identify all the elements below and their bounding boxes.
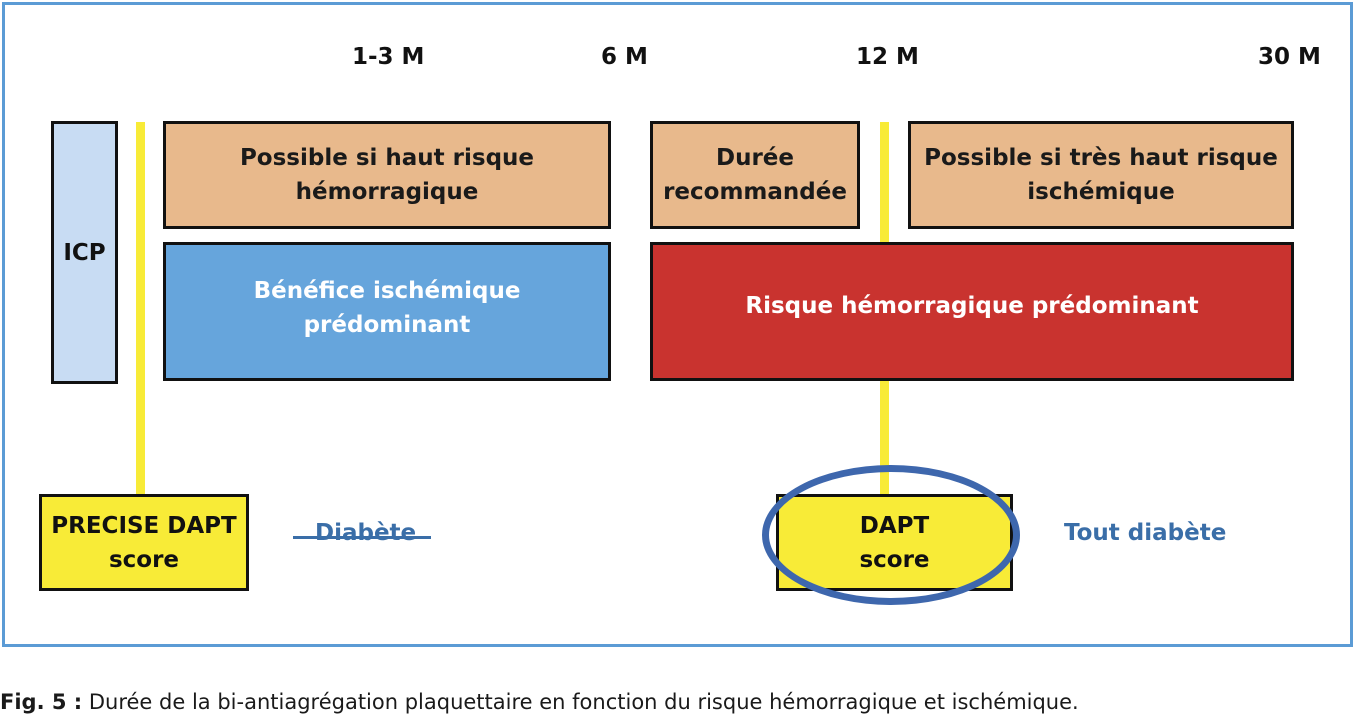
yellow-line-right-top <box>880 122 889 244</box>
risque-hemorragique-box: Risque hémorragique prédominant <box>650 242 1294 381</box>
benefice-ischemique-label: Bénéfice ischémique prédominant <box>253 277 521 338</box>
yellow-line-right-bottom <box>880 380 889 498</box>
possible-ischemique-label: Possible si très haut risque ischémique <box>924 145 1278 205</box>
icp-label: ICP <box>63 240 106 266</box>
figure-caption-prefix: Fig. 5 : <box>0 690 83 714</box>
timeline-label-1-3m: 1-3 M <box>352 44 425 70</box>
possible-ischemique-box: Possible si très haut risque ischémique <box>908 121 1294 229</box>
figure-caption: Fig. 5 : Durée de la bi-antiagrégation p… <box>0 690 1079 714</box>
timeline-label-30m: 30 M <box>1258 44 1321 70</box>
timeline-label-6m: 6 M <box>601 44 648 70</box>
benefice-ischemique-box: Bénéfice ischémique prédominant <box>163 242 611 381</box>
icp-box: ICP <box>51 121 118 384</box>
possible-hemorragique-label: Possible si haut risque hémorragique <box>239 145 535 205</box>
figure-caption-text: Durée de la bi-antiagrégation plaquettai… <box>82 690 1079 714</box>
diagram-frame <box>2 2 1353 647</box>
timeline-label-12m: 12 M <box>856 44 919 70</box>
risque-hemorragique-label: Risque hémorragique prédominant <box>745 292 1199 319</box>
duree-recommandee-box: Durée recommandée <box>650 121 860 229</box>
diabete-strikethrough <box>293 536 431 539</box>
diabete-struck-note: Diabète <box>315 520 417 546</box>
yellow-line-left <box>136 122 145 496</box>
tout-diabete-note: Tout diabète <box>1064 520 1227 546</box>
duree-recommandee-label: Durée recommandée <box>663 145 847 205</box>
precise-dapt-label: PRECISE DAPT score <box>51 512 237 573</box>
dapt-highlight-ellipse <box>762 465 1020 605</box>
possible-hemorragique-box: Possible si haut risque hémorragique <box>163 121 611 229</box>
precise-dapt-box: PRECISE DAPT score <box>39 494 249 591</box>
